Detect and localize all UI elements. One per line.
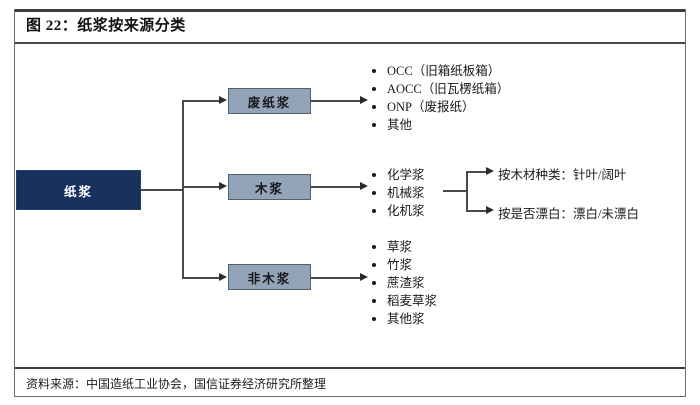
arrow-nonwood-items-icon (360, 273, 368, 281)
list-item: 草浆 (370, 238, 437, 256)
connector-wood-to-items (311, 186, 362, 188)
figure-source-rule (14, 367, 686, 369)
figure-source: 资料来源：中国造纸工业协会，国信证券经济研究所整理 (26, 377, 327, 391)
list-nonwood-pulp-items: 草浆 竹浆 蔗渣浆 稻麦草浆 其他浆 (370, 238, 437, 328)
list-item: 蔗渣浆 (370, 274, 437, 292)
arrow-criteria-bleach-icon (486, 206, 494, 214)
connector-nonwood-to-items (311, 277, 362, 279)
connector-criteria-bleach (466, 210, 488, 212)
arrow-wood-items-icon (360, 182, 368, 190)
connector-waste-to-items (311, 100, 362, 102)
node-nonwood-pulp[interactable]: 非木浆 (228, 264, 311, 290)
node-root-label: 纸浆 (63, 184, 93, 199)
connector-branch-wood (182, 186, 220, 188)
list-waste-pulp-items: OCC（旧箱纸板箱） AOCC（旧瓦楞纸箱） ONP（废报纸） 其他 (370, 62, 509, 134)
connector-criteria-stem (443, 190, 467, 192)
arrow-to-waste-icon (219, 96, 227, 104)
connector-branch-waste (182, 100, 220, 102)
figure-right-edge (685, 9, 686, 397)
connector-branch-nonwood (182, 277, 220, 279)
figure-top-rule (14, 9, 686, 12)
node-root[interactable]: 纸浆 (16, 170, 141, 210)
figure-left-edge (14, 9, 15, 397)
node-wood-pulp-label: 木浆 (254, 181, 284, 196)
list-item: 稻麦草浆 (370, 292, 437, 310)
list-item: OCC（旧箱纸板箱） (370, 62, 509, 80)
list-item: 竹浆 (370, 256, 437, 274)
arrow-to-wood-icon (219, 182, 227, 190)
figure-bottom-rule (14, 396, 686, 397)
list-item: 机械浆 (370, 184, 425, 202)
node-nonwood-pulp-label: 非木浆 (247, 271, 292, 286)
arrow-to-nonwood-icon (219, 273, 227, 281)
list-item: AOCC（旧瓦楞纸箱） (370, 80, 509, 98)
list-item: 其他 (370, 116, 509, 134)
figure-title-rule (14, 42, 686, 44)
arrow-waste-items-icon (360, 96, 368, 104)
list-item: 化机浆 (370, 202, 425, 220)
list-item: 其他浆 (370, 310, 437, 328)
list-item: 化学浆 (370, 166, 425, 184)
criteria-wood-species: 按木材种类：针叶/阔叶 (498, 168, 627, 182)
list-item: ONP（废报纸） (370, 98, 509, 116)
node-wood-pulp[interactable]: 木浆 (228, 174, 311, 200)
connector-criteria-species (466, 171, 488, 173)
list-wood-pulp-items: 化学浆 机械浆 化机浆 (370, 166, 425, 220)
node-waste-pulp-label: 废纸浆 (247, 95, 292, 110)
arrow-criteria-species-icon (486, 167, 494, 175)
node-waste-pulp[interactable]: 废纸浆 (228, 88, 311, 114)
figure-title: 图 22：纸浆按来源分类 (26, 18, 186, 34)
connector-trunk (182, 100, 184, 278)
criteria-bleaching: 按是否漂白：漂白/未漂白 (498, 207, 639, 221)
connector-criteria-trunk (466, 171, 468, 211)
connector-root-stem (141, 189, 183, 191)
